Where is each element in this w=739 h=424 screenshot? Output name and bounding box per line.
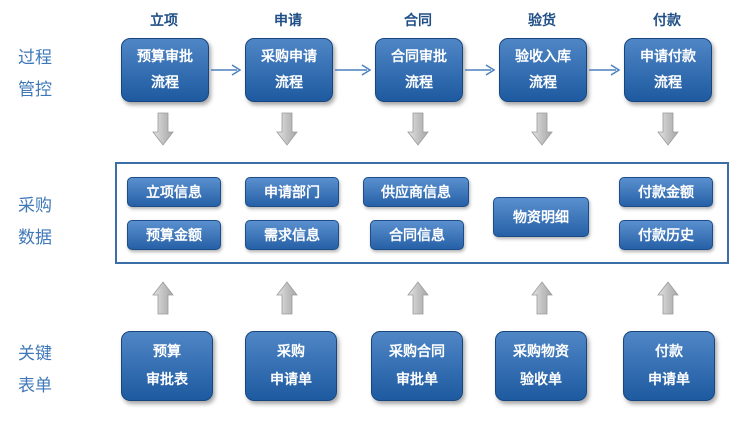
form-box-line2: 验收单 <box>520 372 562 388</box>
data-item-budget-amount[interactable]: 预算金额 <box>127 220 221 250</box>
up-arrow-icon <box>657 281 679 315</box>
form-box-contract-approval[interactable]: 采购合同 审批单 <box>371 331 463 401</box>
stage-label-3: 合同 <box>404 13 432 29</box>
up-arrow-icon <box>407 281 429 315</box>
down-arrow-icon <box>531 112 553 146</box>
stage-label-2: 申请 <box>274 13 302 29</box>
form-box-purchase-request[interactable]: 采购 申请单 <box>245 331 337 401</box>
row-label-data-line2: 数据 <box>18 228 52 248</box>
form-box-receiving[interactable]: 采购物资 验收单 <box>495 331 587 401</box>
up-arrow-icon <box>276 281 298 315</box>
process-box-purchase-request[interactable]: 采购申请 流程 <box>245 38 333 102</box>
row-label-data: 采购 数据 <box>5 190 65 254</box>
form-box-line2: 申请单 <box>648 372 690 388</box>
process-box-line2: 流程 <box>654 75 682 91</box>
row-label-forms-line2: 表单 <box>18 376 52 396</box>
down-arrow-icon <box>276 112 298 146</box>
process-box-receiving[interactable]: 验收入库 流程 <box>499 38 587 102</box>
process-box-line2: 流程 <box>275 75 303 91</box>
flow-arrow-right-icon <box>211 64 242 76</box>
flow-arrow-right-icon <box>589 64 621 76</box>
process-box-line2: 流程 <box>151 75 179 91</box>
stage-label-5: 付款 <box>653 13 681 29</box>
down-arrow-icon <box>657 112 679 146</box>
form-box-line1: 付款 <box>655 344 683 360</box>
stage-label-4: 验货 <box>528 13 556 29</box>
down-arrow-icon <box>407 112 429 146</box>
process-box-contract-approval[interactable]: 合同审批 流程 <box>375 38 463 102</box>
process-box-line2: 流程 <box>529 75 557 91</box>
up-arrow-icon <box>152 281 174 315</box>
form-box-line2: 审批表 <box>146 372 188 388</box>
row-label-process-line2: 管控 <box>18 80 52 100</box>
data-item-request-dept[interactable]: 申请部门 <box>245 177 339 207</box>
row-label-data-line1: 采购 <box>18 196 52 216</box>
process-box-line1: 合同审批 <box>391 49 447 65</box>
flow-arrow-right-icon <box>465 64 496 76</box>
process-box-line1: 采购申请 <box>261 49 317 65</box>
form-box-line1: 采购物资 <box>513 344 569 360</box>
row-label-process-line1: 过程 <box>18 48 52 68</box>
process-box-budget-approval[interactable]: 预算审批 流程 <box>121 38 209 102</box>
form-box-payment-request[interactable]: 付款 申请单 <box>623 331 715 401</box>
data-item-payment-amount[interactable]: 付款金额 <box>619 177 713 207</box>
up-arrow-icon <box>531 281 553 315</box>
stage-label-1: 立项 <box>150 13 178 29</box>
form-box-line1: 采购合同 <box>389 344 445 360</box>
data-item-material-detail[interactable]: 物资明细 <box>493 197 589 237</box>
process-box-line1: 申请付款 <box>640 49 696 65</box>
flow-arrow-right-icon <box>335 64 372 76</box>
row-label-process: 过程 管控 <box>5 42 65 106</box>
data-item-supplier-info[interactable]: 供应商信息 <box>363 177 469 207</box>
process-box-line2: 流程 <box>405 75 433 91</box>
data-item-project-info[interactable]: 立项信息 <box>127 177 221 207</box>
row-label-forms: 关键 表单 <box>5 338 65 402</box>
form-box-line1: 采购 <box>277 344 305 360</box>
form-box-line2: 申请单 <box>270 372 312 388</box>
form-box-line2: 审批单 <box>396 372 438 388</box>
data-item-contract-info[interactable]: 合同信息 <box>370 220 464 250</box>
form-box-line1: 预算 <box>153 344 181 360</box>
process-box-line1: 验收入库 <box>515 49 571 65</box>
row-label-forms-line1: 关键 <box>18 344 52 364</box>
process-box-payment-request[interactable]: 申请付款 流程 <box>624 38 712 102</box>
process-box-line1: 预算审批 <box>137 49 193 65</box>
data-item-demand-info[interactable]: 需求信息 <box>245 220 339 250</box>
form-box-budget-approval[interactable]: 预算 审批表 <box>121 331 213 401</box>
data-item-payment-history[interactable]: 付款历史 <box>619 220 713 250</box>
down-arrow-icon <box>152 112 174 146</box>
